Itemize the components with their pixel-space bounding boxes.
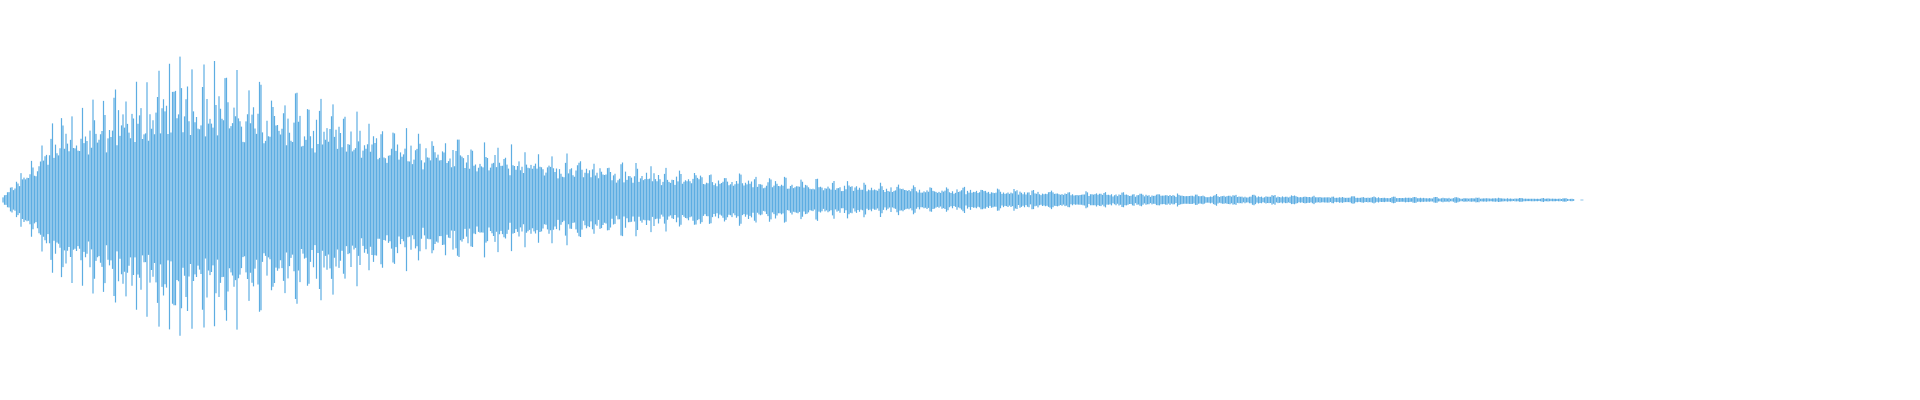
- waveform-tail-dot: [1517, 199, 1521, 201]
- waveform-tail-dot: [1463, 199, 1467, 201]
- waveform-tail-dot: [1427, 199, 1431, 201]
- waveform-tail-dot: [1472, 199, 1476, 201]
- waveform-tail-dot: [1508, 199, 1512, 201]
- waveform-tail-dot: [1571, 199, 1575, 201]
- waveform-tail-dot: [1391, 199, 1395, 201]
- waveform-bars: [2, 56, 1584, 336]
- waveform-trace: [2, 56, 1575, 336]
- waveform-tail-dot: [1382, 199, 1386, 201]
- waveform-tail-dot: [1436, 199, 1440, 201]
- waveform-tail-dot: [1454, 199, 1458, 201]
- waveform-tail-dot: [1526, 199, 1530, 201]
- waveform-tail-dot: [1400, 199, 1404, 201]
- waveform-tail-dot: [1553, 199, 1557, 201]
- waveform-tail-dot: [1544, 199, 1548, 201]
- waveform-tail-dot: [1580, 199, 1584, 201]
- waveform-tail-dot: [1409, 199, 1413, 201]
- waveform-tail-dot: [1562, 199, 1566, 201]
- waveform-tail-dot: [1445, 199, 1449, 201]
- waveform-tail-dot: [1418, 199, 1422, 201]
- waveform-tail-dot: [1481, 199, 1485, 201]
- waveform-tail-dot: [1490, 199, 1494, 201]
- waveform-tail-dot: [1535, 199, 1539, 201]
- waveform-tail-dot: [1499, 199, 1503, 201]
